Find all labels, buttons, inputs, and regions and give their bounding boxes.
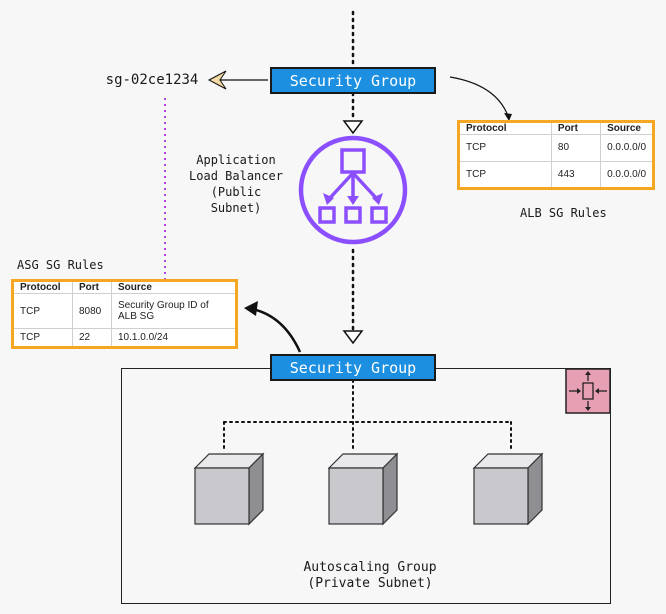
- alb-label-line3: (Public Subnet): [210, 185, 262, 215]
- table-cell: 8080: [72, 293, 112, 329]
- autoscaling-group-label-line2: (Private Subnet): [307, 576, 433, 591]
- table-cell: Security Group ID of ALB SG: [111, 293, 235, 329]
- security-group-bottom[interactable]: Security Group: [270, 354, 436, 381]
- table-cell: TCP: [14, 293, 73, 329]
- autoscaling-group-label-line1: Autoscaling Group: [303, 560, 437, 575]
- table-cell: 0.0.0.0/0: [607, 168, 646, 180]
- cube-icon[interactable]: [193, 452, 265, 526]
- table-cell: 0.0.0.0/0: [600, 134, 652, 162]
- arrowhead-to-sg-bottom: [342, 330, 364, 345]
- table-cell: TCP: [460, 161, 552, 187]
- table-row: TCP 443 0.0.0.0/0: [460, 161, 652, 187]
- table-header-row: Protocol Port Source: [14, 282, 235, 294]
- column-header: Source: [111, 282, 235, 294]
- security-group-bottom-label: Security Group: [289, 359, 417, 377]
- column-header: Port: [551, 123, 602, 135]
- alb-sg-rules-caption: ALB SG Rules: [520, 206, 607, 220]
- table-cell: 80: [551, 134, 602, 162]
- asg-sg-rules-caption: ASG SG Rules: [17, 258, 104, 272]
- load-balancer-icon[interactable]: [296, 133, 410, 247]
- table-cell: TCP: [460, 134, 552, 162]
- security-group-top[interactable]: Security Group: [270, 67, 436, 94]
- autoscaling-icon[interactable]: [565, 368, 611, 414]
- table-row: TCP 8080 Security Group ID of ALB SG: [14, 293, 235, 329]
- cube-icon[interactable]: [327, 452, 399, 526]
- arrowhead-to-asg-rules: [244, 301, 258, 316]
- column-header: Port: [72, 282, 112, 294]
- security-group-top-label: Security Group: [289, 72, 417, 90]
- alb-sg-rules-table: Protocol Port Source TCP 80 0.0.0.0/0 TC…: [457, 120, 655, 190]
- curve-to-alb-rules: [449, 76, 509, 117]
- column-header: Protocol: [14, 282, 73, 294]
- table-cell: TCP: [14, 328, 73, 346]
- table-cell: 10.1.0.0/24: [118, 332, 169, 343]
- table-cell: 22: [72, 328, 112, 346]
- table-header-row: Protocol Port Source: [460, 123, 652, 135]
- alb-label: Application Load Balancer (Public Subnet…: [184, 152, 288, 216]
- table-row: TCP 80 0.0.0.0/0: [460, 134, 652, 162]
- autoscaling-group-label: Autoscaling Group (Private Subnet): [280, 560, 460, 592]
- sg-id-label: sg-02ce1234: [105, 72, 199, 88]
- asg-sg-rules-table: Protocol Port Source TCP 8080 Security G…: [11, 279, 238, 349]
- arrowhead-to-alb: [342, 120, 364, 135]
- arrowhead-to-alb-rules: [504, 113, 512, 121]
- column-header: Source: [600, 123, 652, 135]
- column-header: Protocol: [460, 123, 552, 135]
- cube-icon[interactable]: [472, 452, 544, 526]
- table-row: TCP 22 10.1.0.0/24: [14, 328, 235, 346]
- arrowhead-to-sg-id: [207, 70, 227, 90]
- alb-label-line2: Load Balancer: [189, 169, 283, 183]
- table-cell: 443: [551, 161, 602, 187]
- curve-to-asg-rules: [251, 307, 302, 353]
- alb-label-line1: Application: [196, 153, 276, 167]
